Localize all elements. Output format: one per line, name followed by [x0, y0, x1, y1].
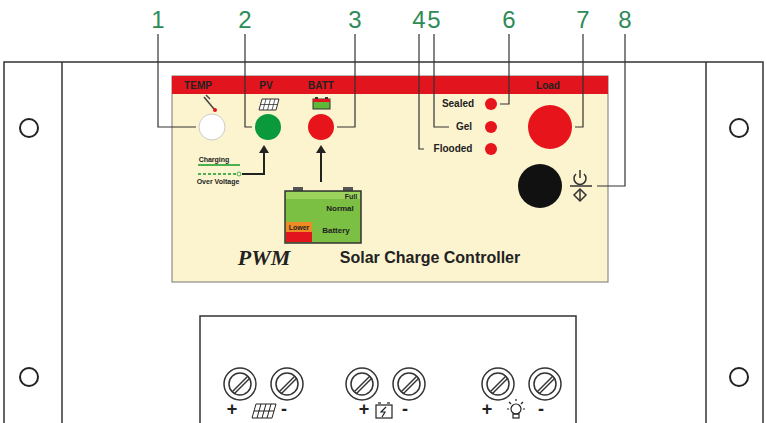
- front-panel: [172, 76, 608, 282]
- load-terminal-icon: [507, 399, 525, 418]
- temp-sensor: [199, 114, 225, 140]
- load-led: [528, 105, 572, 149]
- header-band: [172, 76, 608, 94]
- charging-line: [198, 164, 240, 166]
- callout-number: 7: [576, 8, 589, 32]
- pv-arrowhead: [259, 145, 269, 153]
- pv-arrow: [242, 152, 264, 174]
- panel-label: PV: [259, 81, 272, 91]
- polarity-sign: +: [482, 400, 493, 418]
- battery-type-label: Sealed: [442, 99, 474, 109]
- housing-edge: [705, 62, 707, 423]
- push-button: [518, 164, 562, 208]
- batt-arrow: [320, 152, 322, 182]
- terminal-screws: [224, 368, 561, 400]
- batt-arrowhead: [316, 145, 326, 153]
- terminal-block: [200, 316, 576, 423]
- pv-led: [255, 114, 281, 140]
- battery-level-label: Lower: [289, 224, 310, 231]
- panel-label: BATT: [308, 81, 334, 91]
- leader-lines: [158, 34, 625, 186]
- flooded-led: [485, 143, 497, 155]
- housing: [4, 62, 763, 423]
- over-voltage-line: [198, 173, 236, 175]
- panel-label: TEMP: [184, 81, 212, 91]
- panel-label: Load: [536, 81, 560, 91]
- over-voltage-dot: [237, 172, 241, 176]
- sealed-led: [485, 98, 497, 110]
- batt-icon: [313, 97, 330, 109]
- power-symbol: [570, 170, 592, 201]
- callout-number: 3: [348, 8, 361, 32]
- polarity-sign: -: [402, 400, 408, 418]
- pv-icon: [259, 99, 279, 110]
- brand-label: PWM: [238, 247, 291, 269]
- callout-number: 1: [151, 8, 164, 32]
- battery-illustration: [285, 187, 361, 243]
- batt-led: [308, 114, 334, 140]
- callout-number: 4: [412, 8, 425, 32]
- battery-type-label: Gel: [456, 122, 472, 132]
- battery-type-label: Flooded: [434, 144, 473, 154]
- solar-terminal-icon: [252, 404, 276, 418]
- battery-level-label: Battery: [322, 227, 350, 235]
- battery-terminal-icon: [376, 403, 392, 418]
- callout-number: 6: [502, 8, 515, 32]
- indicator-label: Charging: [199, 156, 230, 163]
- polarity-sign: +: [227, 400, 238, 418]
- callout-number: 2: [238, 8, 251, 32]
- product-title: Solar Charge Controller: [340, 250, 520, 266]
- callout-number: 8: [618, 8, 631, 32]
- housing-edge: [61, 62, 63, 423]
- polarity-sign: -: [281, 400, 287, 418]
- polarity-sign: -: [538, 400, 544, 418]
- battery-level-label: Full: [345, 193, 357, 200]
- indicator-label: Over Voltage: [197, 178, 240, 185]
- polarity-sign: +: [359, 400, 370, 418]
- gel-led: [485, 121, 497, 133]
- callout-number: 5: [427, 8, 440, 32]
- temp-icon: [204, 95, 217, 112]
- battery-level-label: Normal: [326, 205, 354, 213]
